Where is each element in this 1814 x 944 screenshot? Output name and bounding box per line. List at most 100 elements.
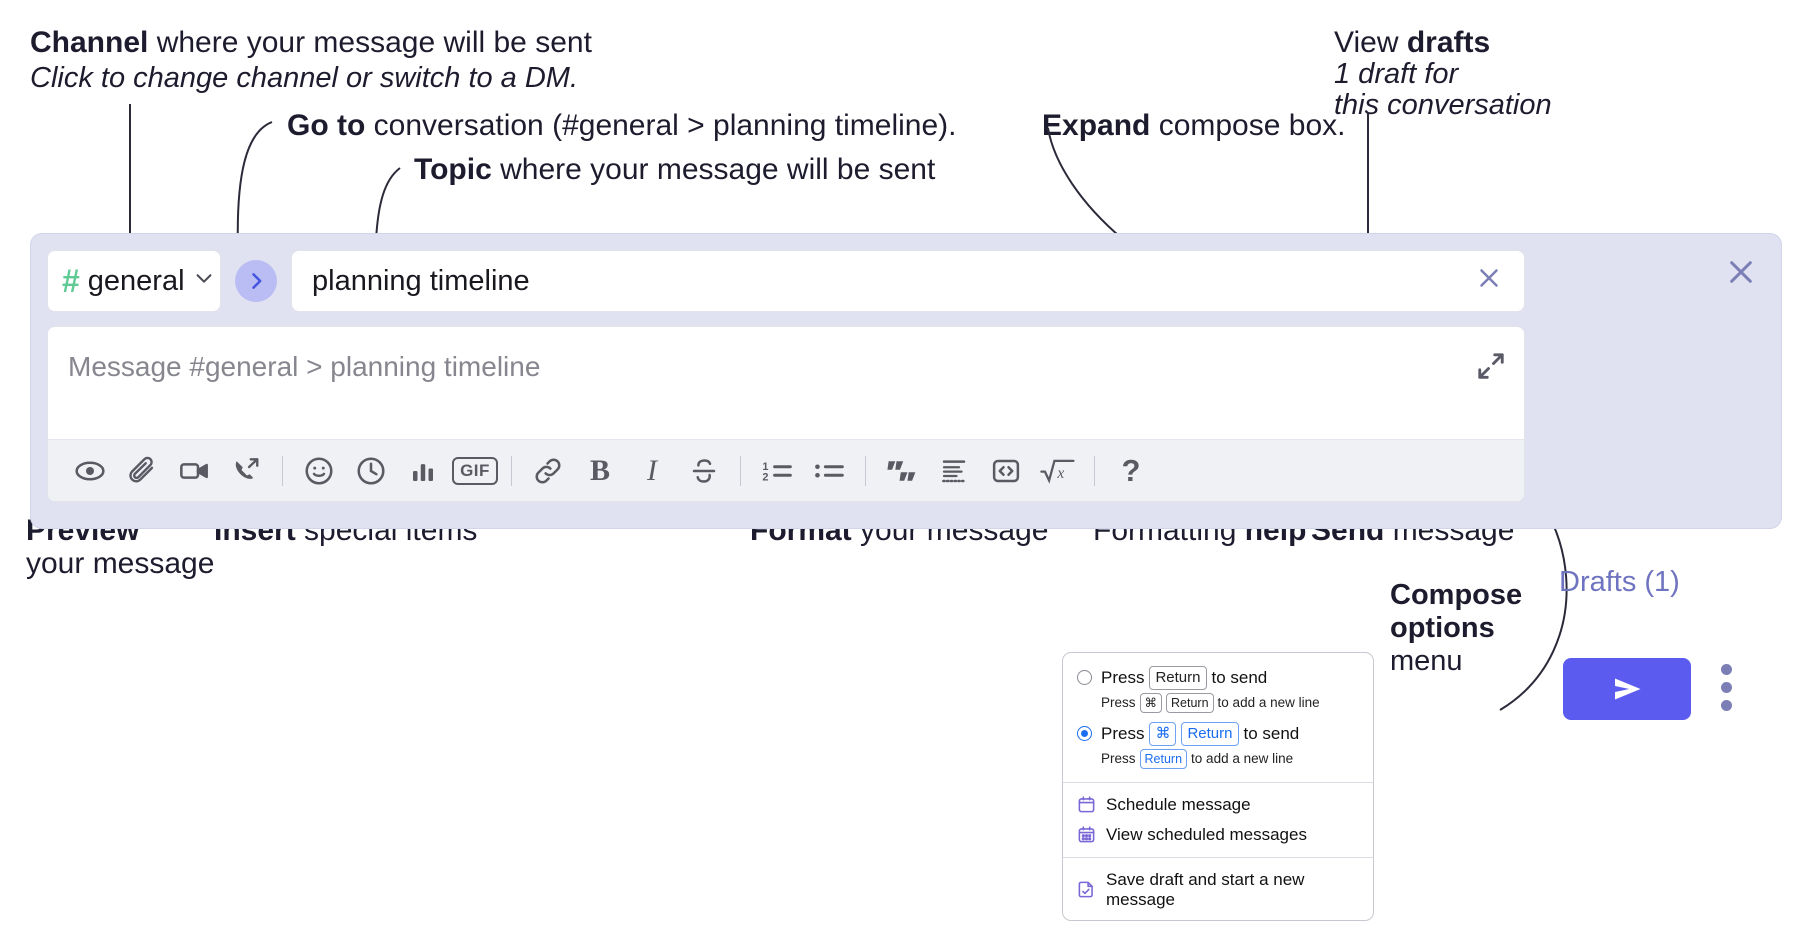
annotation-goto-rest: conversation (#general > planning timeli… <box>365 109 957 142</box>
chevron-down-icon <box>193 267 215 295</box>
menu-divider-1 <box>1063 781 1373 783</box>
ordered-list-icon[interactable]: 1 2 <box>751 449 803 493</box>
menu-divider-2 <box>1063 856 1373 858</box>
calendar-icon <box>1077 795 1096 814</box>
key-cmd-blue: ⌘ <box>1149 721 1177 746</box>
annotation-drafts-sub2-text: this conversation <box>1334 89 1552 121</box>
toolbar-divider <box>282 455 283 486</box>
annotation-topic: Topic where your message will be sent <box>414 151 935 189</box>
radio-cmd-return[interactable] <box>1077 726 1092 742</box>
toolbar-divider-2 <box>511 455 512 486</box>
annotation-compose-options-l2-text: options <box>1390 612 1495 644</box>
menu-item-view-scheduled[interactable]: View scheduled messages <box>1063 820 1373 850</box>
code-block-icon[interactable] <box>928 449 980 493</box>
svg-text:1: 1 <box>762 460 768 472</box>
opt1-post: to send <box>1243 723 1300 743</box>
annotation-drafts-bold: drafts <box>1406 26 1491 59</box>
menu-item-save-draft-label: Save draft and start a new message <box>1106 869 1305 909</box>
menu-item-save-draft[interactable]: Save draft and start a new message <box>1063 865 1373 920</box>
inline-code-icon[interactable] <box>980 449 1032 493</box>
preview-eye-icon[interactable] <box>64 449 116 493</box>
annotation-expand-rest: compose box. <box>1150 109 1346 142</box>
send-option-cmd-return-label: Press ⌘ Return to send <box>1101 721 1300 746</box>
go-to-conversation-button[interactable] <box>235 260 277 302</box>
math-icon[interactable]: x <box>1032 449 1084 493</box>
bulleted-list-icon[interactable] <box>803 449 855 493</box>
menu-item-view-scheduled-label: View scheduled messages <box>1106 824 1307 844</box>
menu-item-schedule-message[interactable]: Schedule message <box>1063 790 1373 820</box>
hash-icon: # <box>62 263 80 299</box>
annotation-preview-line2: your message <box>26 545 214 583</box>
send-option-return[interactable]: Press Return to send <box>1063 663 1373 691</box>
clock-icon[interactable] <box>345 449 397 493</box>
svg-text:x: x <box>1056 465 1064 482</box>
compose-panel: # general planning timeline Message #gen… <box>30 233 1782 720</box>
phone-forward-icon[interactable] <box>220 449 272 493</box>
blockquote-icon[interactable] <box>876 449 928 493</box>
annotation-goto-bold: Go to <box>287 109 366 142</box>
opt0-sub-pre: Press <box>1101 695 1136 711</box>
annotation-channel-sub-text: Click to change channel or switch to a D… <box>30 62 579 94</box>
annotation-compose-options-l1: Compose <box>1390 577 1522 614</box>
send-option-return-label: Press Return to send <box>1101 666 1267 690</box>
kebab-dot-3 <box>1721 700 1732 711</box>
expand-compose-icon[interactable] <box>1476 351 1506 386</box>
toolbar-divider-4 <box>865 455 866 486</box>
annotation-channel-bold: Channel <box>30 26 149 59</box>
poll-bars-icon[interactable] <box>397 449 449 493</box>
calendar-grid-icon <box>1077 825 1096 844</box>
topic-value: planning timeline <box>312 264 530 297</box>
svg-text:2: 2 <box>762 471 768 483</box>
gif-icon[interactable]: GIF <box>449 449 501 493</box>
compose-options-button[interactable] <box>1721 664 1732 711</box>
drafts-link[interactable]: Drafts (1) <box>1559 566 1680 598</box>
formatting-help-icon[interactable]: ? <box>1121 452 1141 488</box>
annotation-drafts: View drafts <box>1334 24 1490 62</box>
send-option-cmd-return[interactable]: Press ⌘ Return to send <box>1063 719 1373 747</box>
channel-name: general <box>87 264 185 297</box>
annotation-topic-rest: where your message will be sent <box>491 153 936 186</box>
emoji-smiley-icon[interactable] <box>293 449 345 493</box>
save-draft-icon <box>1077 880 1096 899</box>
annotation-channel-rest: where your message will be sent <box>148 26 592 59</box>
annotation-channel-sub: Click to change channel or switch to a D… <box>30 60 578 97</box>
annotation-drafts-sub1-text: 1 draft for <box>1334 58 1459 90</box>
strikethrough-icon[interactable] <box>678 449 730 493</box>
annotation-topic-bold: Topic <box>414 153 492 186</box>
clear-topic-icon[interactable] <box>1474 263 1504 299</box>
bold-icon[interactable]: B <box>589 453 610 487</box>
radio-return[interactable] <box>1077 670 1092 686</box>
annotation-channel: Channel where your message will be sent <box>30 24 592 62</box>
attachment-paperclip-icon[interactable] <box>116 449 168 493</box>
annotation-compose-options-l2: options <box>1390 610 1495 647</box>
close-compose-icon[interactable] <box>1725 256 1757 293</box>
kebab-dot-2 <box>1721 682 1732 693</box>
key-return-blue: Return <box>1181 721 1239 746</box>
annotation-compose-options-l1-text: Compose <box>1390 579 1523 611</box>
toolbar-divider-5 <box>1094 455 1095 486</box>
channel-selector[interactable]: # general <box>47 250 221 312</box>
link-icon[interactable] <box>522 449 574 493</box>
annotation-compose-options-l3: menu <box>1390 643 1463 680</box>
message-input-area[interactable]: Message #general > planning timeline <box>47 326 1525 502</box>
annotation-drafts-sub2: this conversation <box>1334 87 1552 124</box>
send-arrow-icon <box>1615 678 1641 700</box>
key-return-blue-sm: Return <box>1139 748 1188 769</box>
video-camera-icon[interactable] <box>168 449 220 493</box>
opt0-sub-post: to add a new line <box>1217 695 1320 711</box>
send-option-return-sub: Press ⌘ Return to add a new line <box>1063 691 1373 719</box>
send-message-button[interactable] <box>1563 658 1691 720</box>
opt1-sub-pre: Press <box>1101 751 1136 767</box>
send-option-cmd-return-sub: Press Return to add a new line <box>1063 747 1373 775</box>
annotation-drafts-pre: View <box>1334 26 1407 59</box>
compose-header-row: # general planning timeline <box>47 250 1525 312</box>
annotation-goto: Go to conversation (#general > planning … <box>287 107 957 145</box>
kebab-dot-1 <box>1721 664 1732 675</box>
italic-icon[interactable]: I <box>647 453 657 487</box>
compose-options-menu: Press Return to send Press ⌘ Return to a… <box>1062 652 1374 921</box>
menu-item-schedule-message-label: Schedule message <box>1106 794 1251 814</box>
topic-input[interactable]: planning timeline <box>291 250 1525 312</box>
formatting-toolbar: GIF B I 1 2 <box>48 439 1524 501</box>
opt0-post: to send <box>1211 667 1268 687</box>
annotation-expand-bold: Expand <box>1042 109 1151 142</box>
